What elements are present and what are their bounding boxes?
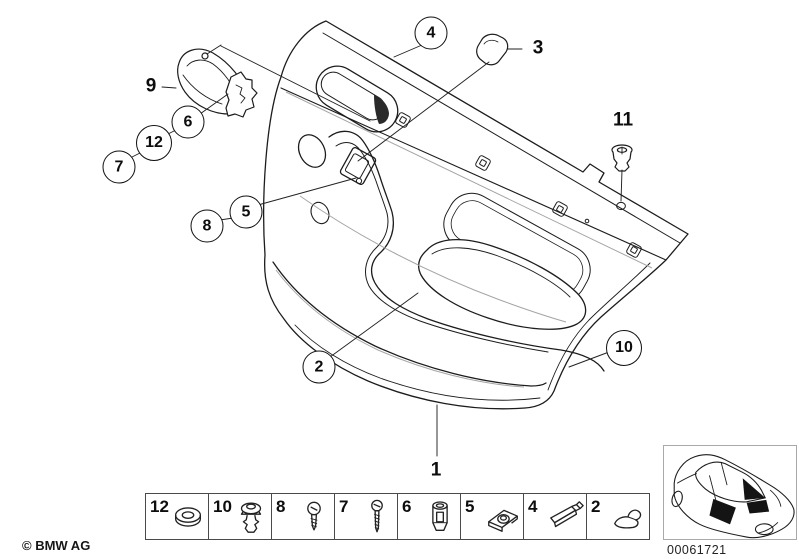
- legend-item-2[interactable]: 2: [587, 494, 649, 539]
- tweeter-cutout: [297, 134, 327, 168]
- lock-knob-cutout: [310, 201, 330, 225]
- expansion-plug-icon: [432, 500, 448, 531]
- callout-11[interactable]: 11: [613, 111, 633, 130]
- callout-9-label: 9: [145, 75, 157, 97]
- armrest-bezel: [328, 130, 605, 372]
- highlighted-rear-door: [709, 478, 770, 525]
- clip-bracket-icon: [550, 500, 584, 527]
- speed-nut-icon: [488, 509, 518, 532]
- callout-4-label: 4: [426, 24, 436, 41]
- callout-6-label: 6: [183, 113, 193, 130]
- expanding-rivet-icon: [240, 502, 262, 533]
- handle-carrier-bracket: [225, 71, 258, 118]
- callout-9[interactable]: 9: [146, 77, 157, 96]
- screw-long-icon: [371, 499, 383, 532]
- callout-10-label: 10: [615, 339, 633, 356]
- diagram-number: 00061721: [667, 543, 727, 557]
- callout-4[interactable]: 4: [414, 16, 448, 50]
- legend-number: 7: [339, 497, 349, 516]
- legend-item-5[interactable]: 5: [461, 494, 524, 539]
- legend-item-8[interactable]: 8: [272, 494, 335, 539]
- legend-item-4[interactable]: 4: [524, 494, 587, 539]
- callout-12-label: 12: [145, 134, 163, 151]
- callout-3[interactable]: 3: [533, 39, 544, 58]
- callout-5-label: 5: [241, 203, 251, 220]
- window-switch-cutout: [339, 147, 377, 185]
- callout-1-label: 1: [430, 459, 442, 481]
- legend-number: 4: [528, 497, 538, 516]
- fastener-legend: 12 10 8 7: [145, 493, 650, 540]
- screw-short-icon: [307, 501, 321, 530]
- vehicle-location-box[interactable]: [663, 445, 797, 540]
- callout-6[interactable]: 6: [171, 105, 205, 139]
- callout-7-label: 7: [114, 158, 124, 175]
- grommet-icon: [174, 506, 202, 527]
- callout-1[interactable]: 1: [431, 461, 442, 480]
- vehicle-thumbnail: [671, 454, 795, 539]
- legend-item-12[interactable]: 12: [146, 494, 209, 539]
- copyright-notice: © BMW AG: [22, 538, 91, 553]
- legend-item-7[interactable]: 7: [335, 494, 398, 539]
- door-handle-recess: [315, 65, 399, 133]
- legend-item-6[interactable]: 6: [398, 494, 461, 539]
- legend-item-10[interactable]: 10: [209, 494, 272, 539]
- callout-7[interactable]: 7: [102, 150, 136, 184]
- leader-lines: [129, 44, 623, 457]
- grommet-nut-part: [611, 144, 633, 172]
- cover-cap-part: [476, 33, 509, 66]
- door-panel-outline: [263, 20, 689, 410]
- callout-2-label: 2: [314, 358, 324, 375]
- hook-clip-icon: [614, 509, 642, 529]
- legend-number: 2: [591, 497, 601, 516]
- legend-number: 8: [276, 497, 286, 516]
- legend-number: 6: [402, 497, 412, 516]
- legend-number: 10: [213, 497, 232, 516]
- callout-8-label: 8: [202, 217, 212, 234]
- callout-8[interactable]: 8: [190, 209, 224, 243]
- callout-11-label: 11: [612, 109, 634, 131]
- grommet-hole: [616, 201, 626, 211]
- callout-10[interactable]: 10: [606, 330, 642, 366]
- legend-number: 5: [465, 497, 475, 516]
- callout-12[interactable]: 12: [136, 125, 172, 161]
- callout-3-label: 3: [532, 37, 544, 59]
- legend-number: 12: [150, 497, 169, 516]
- map-pocket-edge: [272, 261, 547, 387]
- callout-2[interactable]: 2: [302, 350, 336, 384]
- armrest-pad: [417, 238, 587, 330]
- callout-5[interactable]: 5: [229, 195, 263, 229]
